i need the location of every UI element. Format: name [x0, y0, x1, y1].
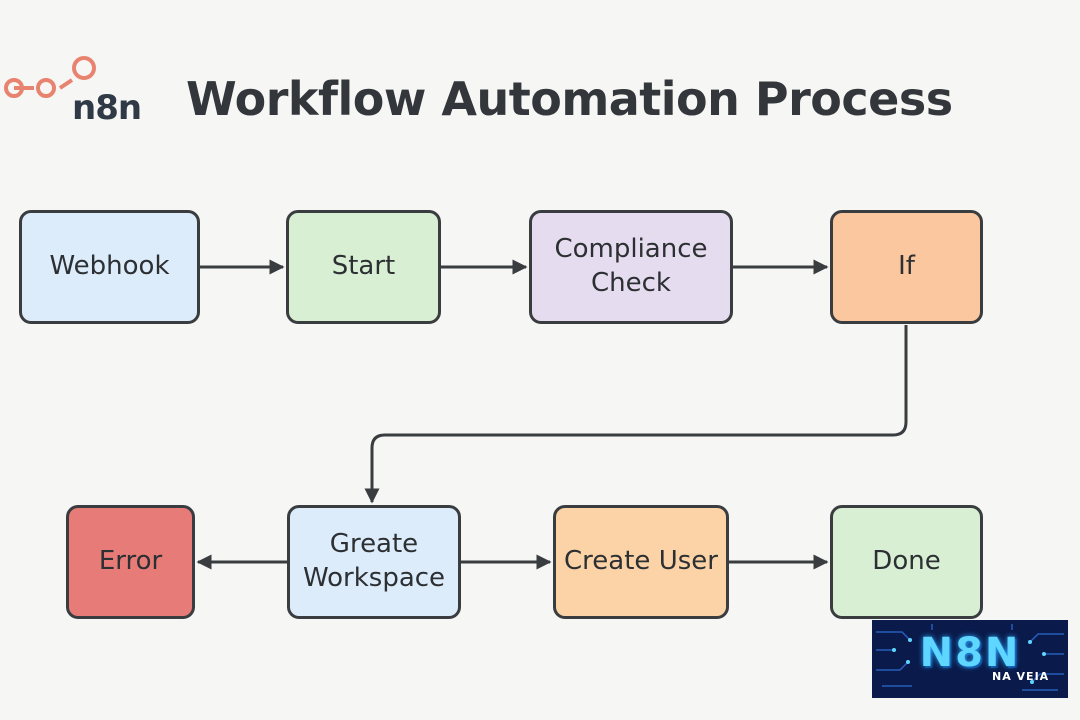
node-workspace[interactable]: Greate Workspace: [287, 505, 461, 619]
node-label: If: [898, 251, 915, 282]
n8n-na-veia-badge: N8N NA VEIA: [872, 620, 1068, 698]
node-done[interactable]: Done: [830, 505, 983, 619]
badge-sub-text: NA VEIA: [992, 670, 1050, 683]
node-label: Start: [331, 251, 396, 282]
node-compliance-check[interactable]: Compliance Check: [529, 210, 733, 324]
node-label: Webhook: [49, 251, 170, 282]
node-create-user[interactable]: Create User: [553, 505, 729, 619]
node-error[interactable]: Error: [66, 505, 195, 619]
node-webhook[interactable]: Webhook: [19, 210, 200, 324]
node-label: Compliance Check: [554, 234, 708, 298]
node-label: Create User: [564, 546, 718, 577]
logo-text: n8n: [72, 88, 142, 128]
edge-if-workspace: [364, 325, 908, 504]
circuit-pattern-icon: [876, 624, 1064, 691]
node-label: Error: [98, 546, 163, 577]
badge-main-text: N8N: [919, 630, 1021, 676]
node-label: Greate Workspace: [302, 529, 446, 593]
node-start[interactable]: Start: [286, 210, 441, 324]
node-label: Done: [872, 546, 941, 577]
node-if[interactable]: If: [830, 210, 983, 324]
page-title: Workflow Automation Process: [186, 72, 953, 126]
n8n-logo-icon: [4, 56, 96, 98]
